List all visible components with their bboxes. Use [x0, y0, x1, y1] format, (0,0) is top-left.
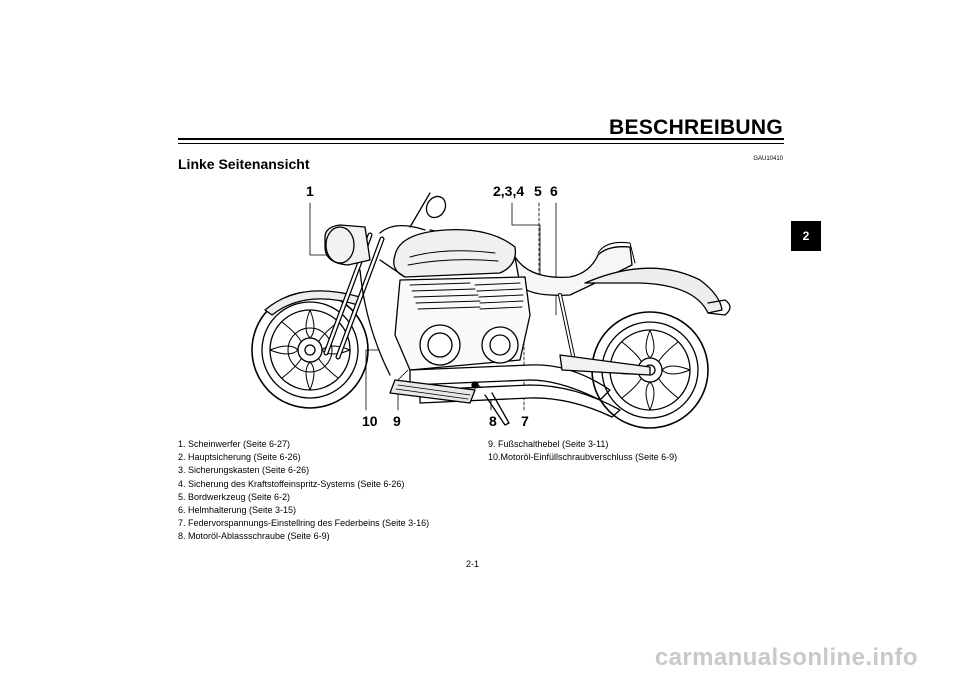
header-rule-thin	[178, 143, 784, 144]
legend-right-column: 9. Fußschalthebel (Seite 3-11) 10.Motorö…	[488, 438, 677, 464]
legend-item-2: 2. Hauptsicherung (Seite 6-26)	[178, 452, 301, 463]
legend-left-column: 1. Scheinwerfer (Seite 6-27) 2. Hauptsic…	[178, 438, 429, 544]
legend-item-7: 7. Federvorspannungs-Einstellring des Fe…	[178, 518, 430, 529]
header-rule-thick	[178, 138, 784, 140]
callout-2-3-4: 2,3,4	[493, 183, 525, 199]
callout-10: 10	[362, 413, 378, 429]
legend-item-8: 8. Motoröl-Ablassschraube (Seite 6-9)	[178, 531, 330, 542]
watermark[interactable]: carmanualsonline.info	[654, 644, 918, 671]
page-number: 2-1	[466, 559, 480, 569]
section-title: Linke Seitenansicht	[178, 156, 310, 172]
document-code: GAU10410	[753, 156, 783, 162]
callout-6: 6	[550, 183, 558, 199]
legend-item-5: 5. Bordwerkzeug (Seite 6-2)	[178, 491, 291, 502]
legend-item-1: 1. Scheinwerfer (Seite 6-27)	[178, 439, 291, 449]
chapter-tab[interactable]: 2	[791, 221, 821, 251]
callout-8: 8	[489, 413, 497, 429]
callout-9: 9	[393, 413, 401, 429]
callout-1: 1	[306, 183, 314, 199]
motorcycle-illustration	[251, 192, 731, 429]
legend-item-4: 4. Sicherung des Kraftstoffeinspritz-Sys…	[178, 478, 405, 489]
legend-item-3: 3. Sicherungskasten (Seite 6-26)	[178, 465, 310, 476]
legend-item-10: 10.Motoröl-Einfüllschraubverschluss (Sei…	[488, 452, 678, 463]
page-header-title: BESCHREIBUNG	[609, 116, 783, 139]
legend-item-9: 9. Fußschalthebel (Seite 3-11)	[488, 439, 609, 449]
callout-7: 7	[521, 413, 529, 429]
callout-5: 5	[534, 183, 542, 199]
legend-item-6: 6. Helmhalterung (Seite 3-15)	[178, 505, 297, 516]
